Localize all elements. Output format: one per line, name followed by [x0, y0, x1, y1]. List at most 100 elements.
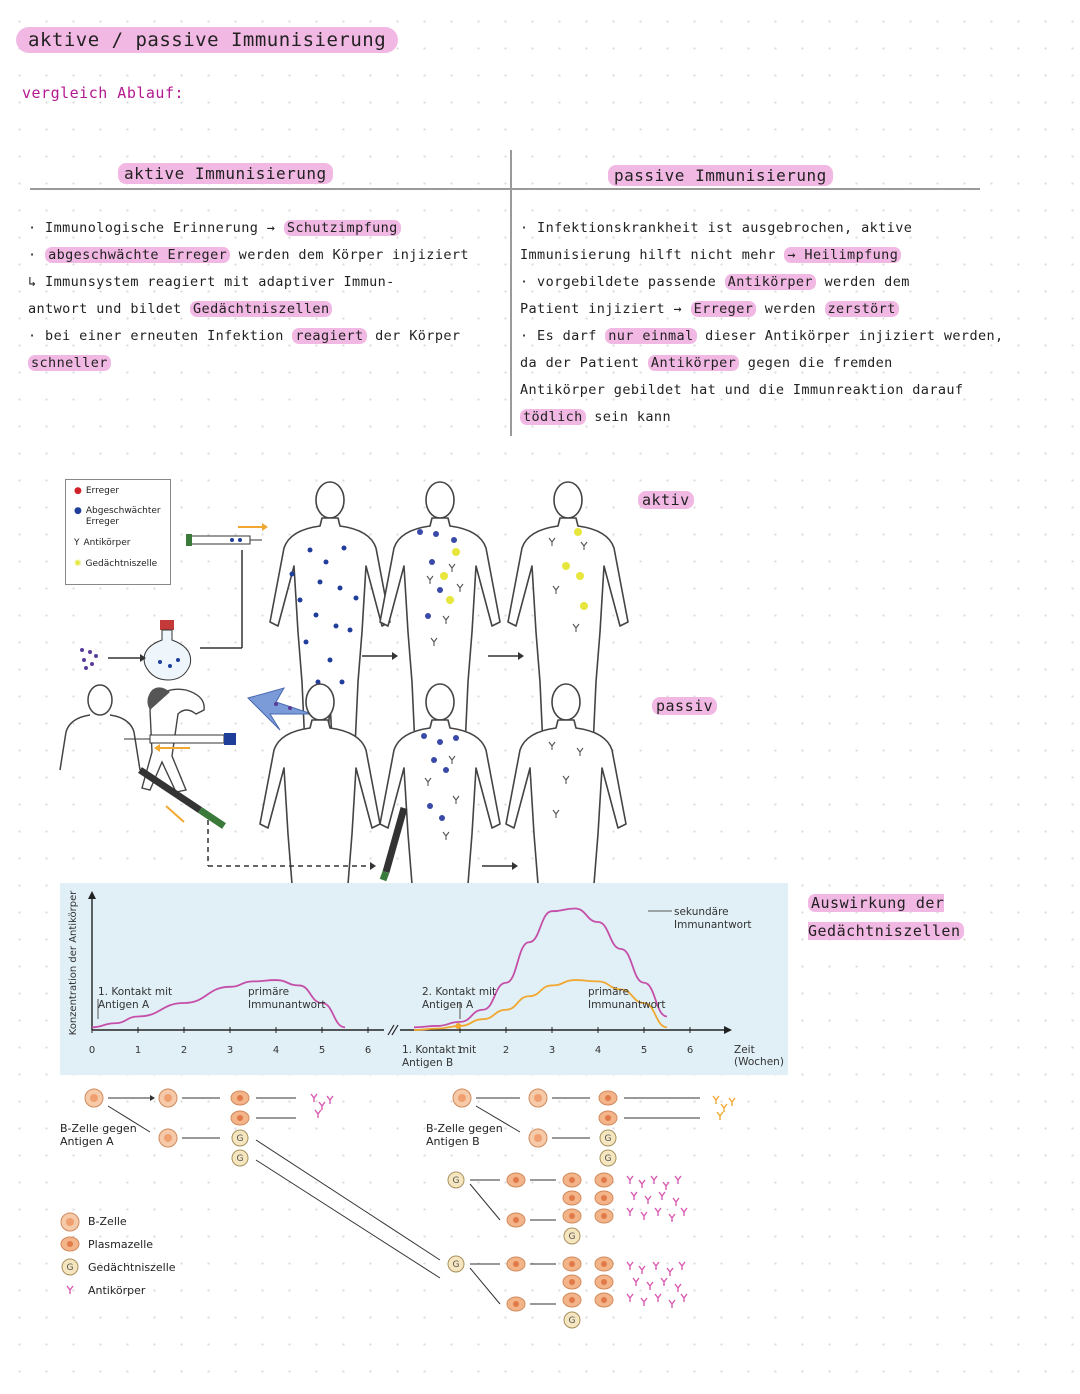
x-axis-label: Zeit(Wochen): [734, 1044, 784, 1068]
page-title: aktive / passive Immunisierung: [16, 27, 399, 53]
legend-antikoerper: Antikörper: [88, 1284, 146, 1297]
left-lines-line: ↳ Immunsystem reagiert mit adaptiver Imm…: [28, 272, 395, 292]
y-axis-arrow: [88, 891, 96, 899]
x-tick-label-right: 1: [457, 1045, 463, 1056]
pathogen-cluster: [80, 648, 98, 670]
text-segment: nur einmal: [605, 328, 697, 344]
x-tick-label-left: 4: [273, 1045, 279, 1056]
legend-bzelle: B-Zelle: [88, 1215, 127, 1228]
x-tick-label-left: 5: [319, 1045, 325, 1056]
antibody-icon: Y: [74, 538, 80, 548]
text-segment: · Infektionskrankheit ist ausgebrochen, …: [520, 220, 913, 236]
text-segment: werden dem: [815, 274, 910, 290]
text-segment: Immunisierung hilft nicht mehr: [520, 247, 785, 263]
x-axis-arrow: [724, 1026, 732, 1034]
label-passive: passiv: [652, 697, 718, 715]
text-segment: werden dem Körper injiziert: [230, 247, 469, 263]
axis-break: [387, 1024, 399, 1036]
legend-antikoerper: Antikörper: [83, 538, 131, 548]
right-lines-line: · Es darf nur einmal dieser Antikörper i…: [520, 326, 1004, 346]
text-segment: ↳ Immunsystem reagiert mit adaptiver Imm…: [28, 274, 395, 290]
text-segment: werden: [756, 301, 825, 317]
x-tick-label-left: 1: [135, 1045, 141, 1056]
label-bcell-antigen-b: B-Zelle gegen Antigen B: [426, 1122, 503, 1148]
series-line-1: [413, 907, 668, 1029]
text-segment: schneller: [28, 355, 111, 371]
text-segment: gegen die fremden: [739, 355, 893, 371]
subtitle: vergleich Ablauf:: [22, 84, 185, 102]
text-segment: Erreger: [690, 301, 757, 317]
left-lines-line: antwort und bildet Gedächtniszellen: [28, 299, 333, 319]
contact-marker: [455, 1023, 462, 1029]
text-segment: antwort und bildet: [28, 301, 191, 317]
text-segment: abgeschwächte Erreger: [45, 247, 231, 263]
legend-gedaechtniszelle: Gedächtniszelle: [88, 1261, 176, 1274]
x-tick-label-left: 0: [89, 1045, 95, 1056]
text-segment: · Immunologische Erinnerung →: [28, 220, 284, 236]
syringe-passive-1: [124, 733, 236, 752]
text-segment: der Körper: [366, 328, 461, 344]
immunization-illustration: [59, 481, 629, 890]
body-passive-3: [505, 683, 627, 890]
blue-dot-icon: ●: [74, 506, 82, 516]
red-dot-icon: ●: [74, 486, 82, 496]
text-segment: · Es darf: [520, 328, 606, 344]
left-lines-line: · bei einer erneuten Infektion reagiert …: [28, 326, 460, 346]
x-tick-label-left: 6: [365, 1045, 371, 1056]
table-divider-horizontal: [30, 188, 980, 190]
legend-gedaechtnis: Gedächtniszelle: [85, 559, 158, 569]
legend-erreger: Erreger: [85, 486, 120, 496]
chart-side-label: Auswirkung der Gedächtniszellen: [808, 889, 998, 945]
text-segment: Antikörper gebildet hat und die Immunrea…: [520, 382, 964, 398]
text-segment: Antikörper: [647, 355, 740, 371]
table-divider-vertical: [510, 150, 512, 436]
left-lines-line: · abgeschwächte Erreger werden dem Körpe…: [28, 245, 469, 265]
right-lines-line: Patient injiziert → Erreger werden zerst…: [520, 299, 899, 319]
text-segment: da der Patient: [520, 355, 648, 371]
flask: [143, 620, 192, 681]
legend-abgeschwaecht: Abgeschwächter Erreger: [85, 506, 161, 527]
x-tick-label-right: 5: [641, 1045, 647, 1056]
text-segment: zerstört: [824, 301, 899, 317]
label-bcell-antigen-a: B-Zelle gegen Antigen A: [60, 1122, 137, 1148]
right-lines-line: da der Patient Antikörper gegen die frem…: [520, 353, 893, 373]
text-segment: Antikörper: [724, 274, 816, 290]
left-lines-line: · Immunologische Erinnerung → Schutzimpf…: [28, 218, 401, 238]
body-passive-1: [259, 683, 381, 890]
syringe-passive-2: [138, 767, 226, 829]
text-segment: reagiert: [292, 328, 367, 344]
text-segment: → Heilimpfung: [784, 247, 902, 263]
y-axis-label: Konzentration der Antikörper: [68, 890, 79, 1036]
x-tick-label-right: 4: [595, 1045, 601, 1056]
right-lines-line: Immunisierung hilft nicht mehr → Heilimp…: [520, 245, 902, 265]
text-segment: sein kann: [585, 409, 671, 425]
syringe-passive-3: [379, 807, 408, 882]
x-tick-label-right: 2: [503, 1045, 509, 1056]
text-segment: tödlich: [520, 409, 586, 425]
left-lines-line: schneller: [28, 353, 111, 373]
memory-cell-icon: ✺: [74, 559, 82, 569]
donor-body: [59, 684, 141, 771]
text-segment: dieser Antikörper injiziert werden,: [696, 328, 1004, 344]
right-lines-line: · Infektionskrankheit ist ausgebrochen, …: [520, 218, 912, 238]
right-lines-line: tödlich sein kann: [520, 407, 671, 427]
text-segment: Patient injiziert →: [520, 301, 691, 317]
right-lines-line: Antikörper gebildet hat und die Immunrea…: [520, 380, 963, 400]
series-line-0: [91, 979, 346, 1029]
column-heading-passive: passive Immunisierung: [608, 165, 833, 186]
column-heading-active: aktive Immunisierung: [118, 163, 333, 184]
text-segment: Schutzimpfung: [283, 220, 401, 236]
x-tick-label-right: 3: [549, 1045, 555, 1056]
chart-side-label-text: Auswirkung der Gedächtniszellen: [808, 894, 964, 940]
syringe-active: [186, 523, 268, 546]
x-tick-label-right: 6: [687, 1045, 693, 1056]
text-segment: · bei einer erneuten Infektion: [28, 328, 293, 344]
